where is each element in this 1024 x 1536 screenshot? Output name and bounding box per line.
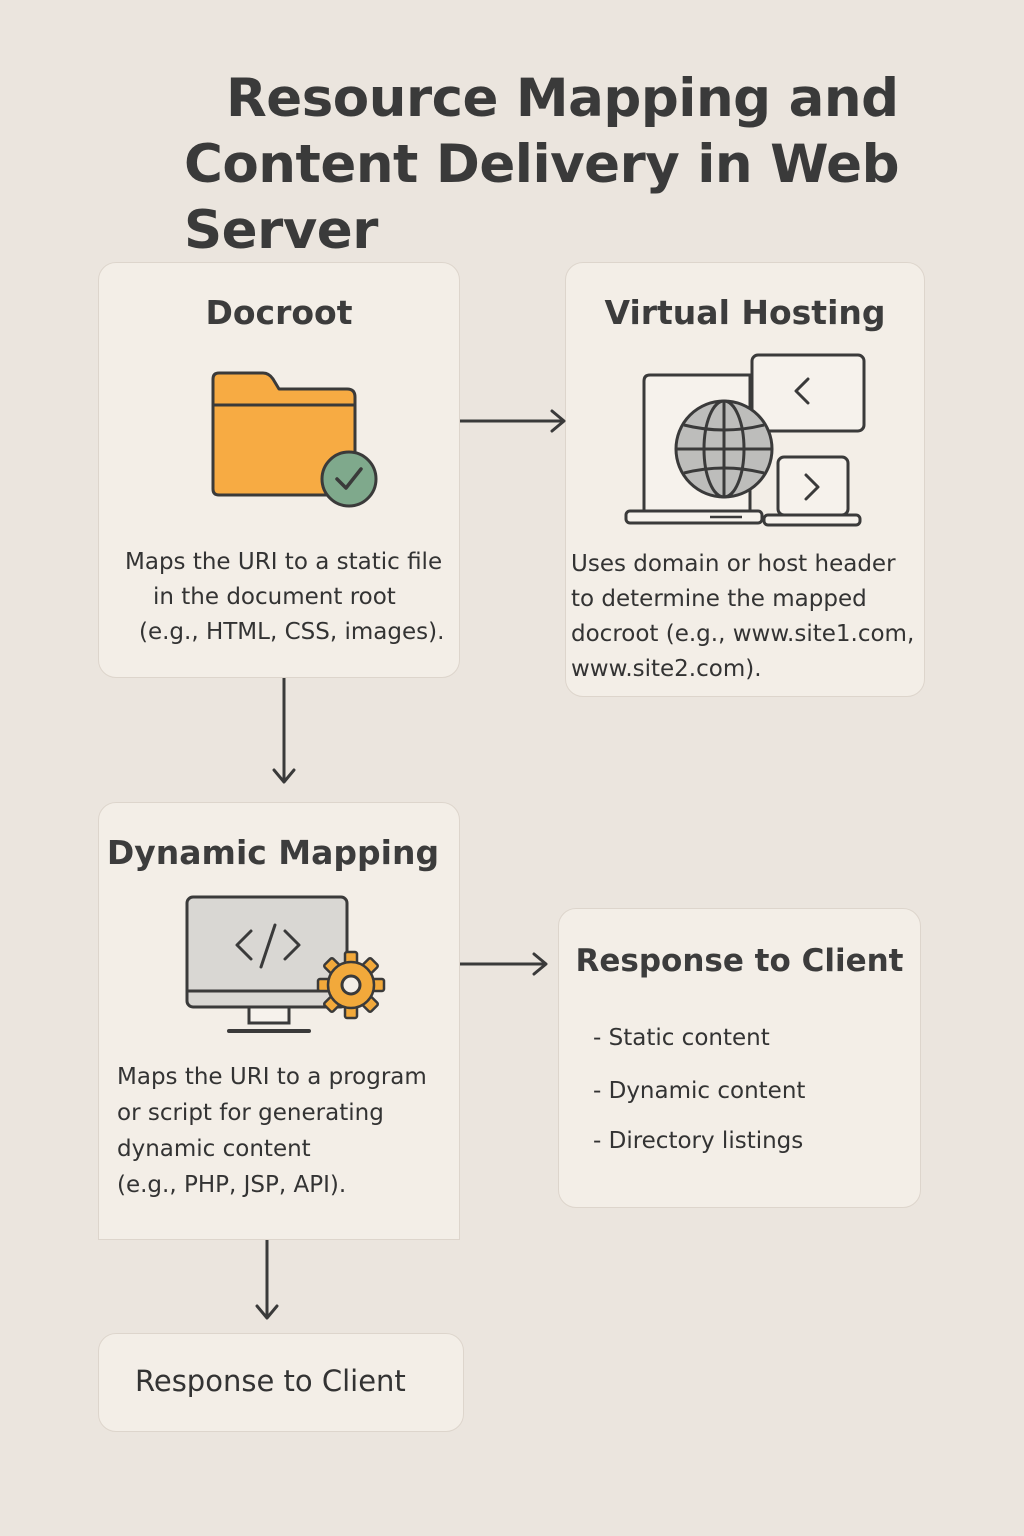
docroot-title: Docroot [205,293,353,332]
title-line-2: Content Delivery in Web Server [184,134,900,261]
response-box: Response to Client [98,1333,464,1432]
folder-check-icon [211,371,378,508]
arrow-docroot-to-dynamic-mapping [272,678,296,784]
dynamic-mapping-title: Dynamic Mapping [106,833,440,872]
virtual-hosting-line-3: docroot (e.g., www.site1.com, [571,621,915,647]
dynamic-mapping-line-4: (e.g., PHP, JSP, API). [117,1172,347,1198]
response-panel-title: Response to Client [575,943,904,979]
virtual-hosting-line-1: Uses domain or host header [571,551,896,577]
docroot-line-3: (e.g., HTML, CSS, images). [139,619,445,645]
diagram-title: Resource Mapping and Content Delivery in… [150,66,1010,264]
response-box-label: Response to Client [135,1364,406,1398]
virtual-hosting-line-4: www.site2.com). [571,656,762,682]
dynamic-mapping-line-2: or script for generating [117,1100,384,1126]
code-monitor-gear-icon [185,895,386,1033]
response-panel-card: Response to Client - Static content - Dy… [558,908,921,1208]
arrow-dynamic-to-response-panel [460,952,548,976]
arrow-dynamic-to-response-box [255,1240,279,1320]
virtual-hosting-line-2: to determine the mapped [571,586,867,612]
dynamic-mapping-description: Maps the URI to a program or script for … [117,1059,427,1203]
virtual-hosting-card: Virtual Hosting Uses domain or host head… [565,262,925,697]
dynamic-mapping-line-1: Maps the URI to a program [117,1064,427,1090]
globe-devices-icon [624,353,866,527]
dynamic-mapping-card: Dynamic Mapping Maps the UR [98,802,460,1240]
response-item-static: - Static content [593,1025,770,1051]
dynamic-mapping-line-3: dynamic content [117,1136,311,1162]
virtual-hosting-title: Virtual Hosting [604,293,886,332]
docroot-line-1: Maps the URI to a static file [125,549,443,575]
docroot-description: Maps the URI to a static file in the doc… [125,545,444,650]
arrow-docroot-to-virtual-hosting [460,409,566,433]
virtual-hosting-description: Uses domain or host header to determine … [571,547,914,687]
docroot-card: Docroot Maps the URI to a static file in… [98,262,460,678]
response-item-directory: - Directory listings [593,1128,804,1154]
response-item-dynamic: - Dynamic content [593,1078,806,1104]
docroot-line-2: in the document root [153,584,396,610]
title-line-1: Resource Mapping and [226,68,899,129]
